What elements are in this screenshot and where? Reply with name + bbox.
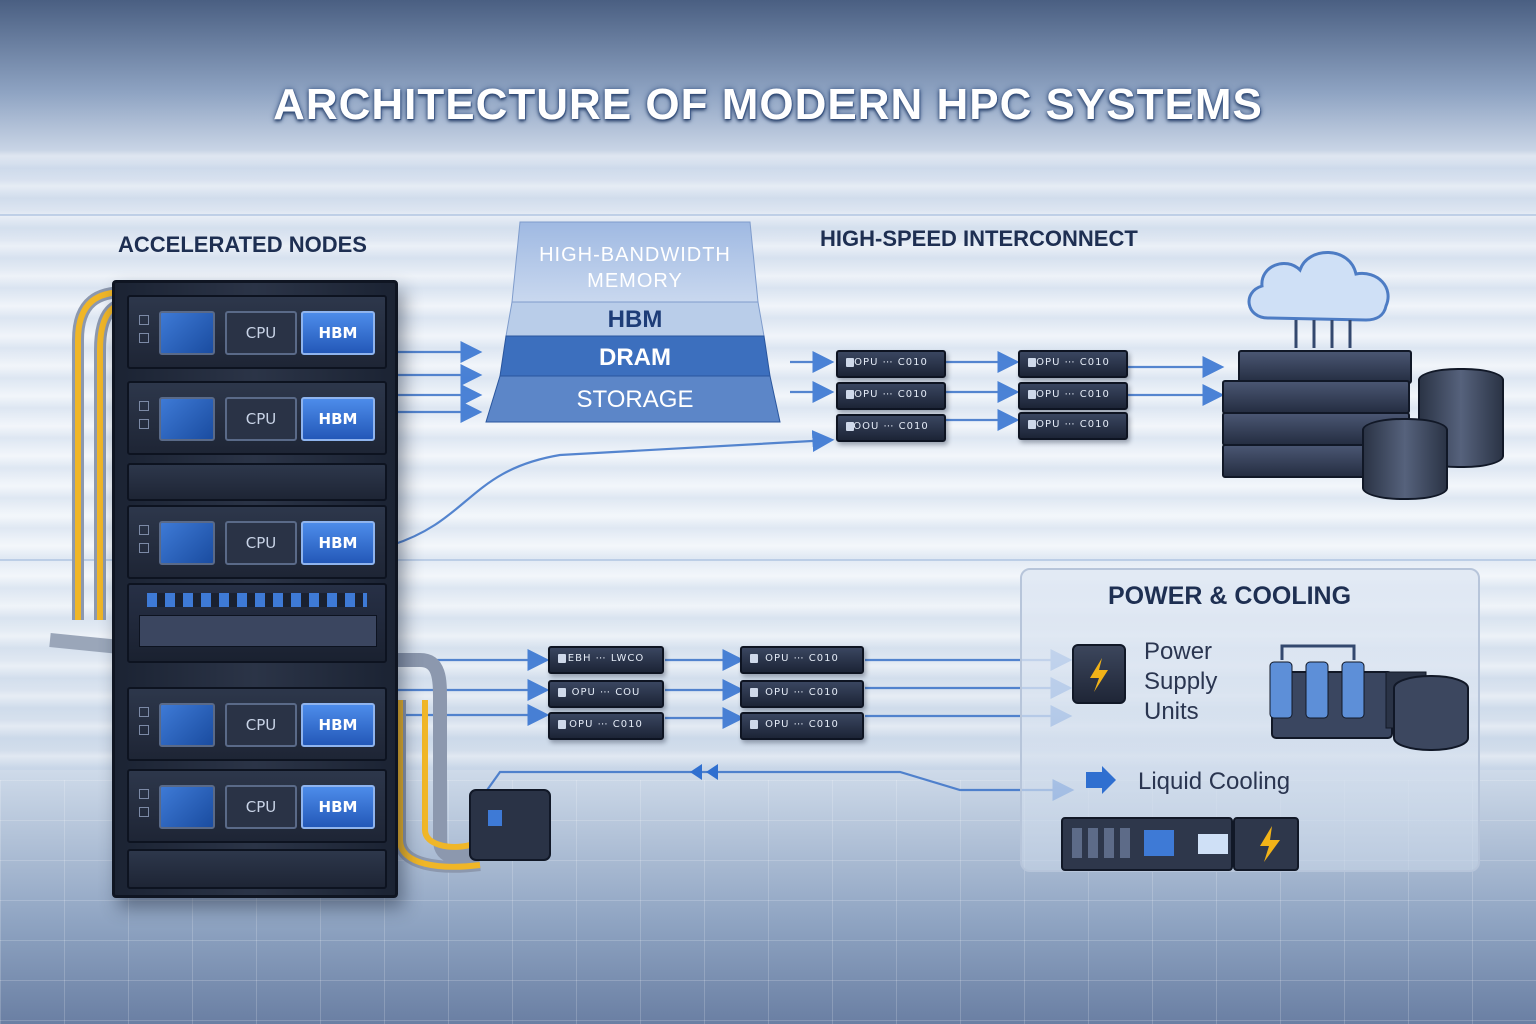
compute-node: CPU HBM — [127, 295, 387, 369]
cooling-cables-right — [380, 653, 551, 873]
hbm-top-line2: MEMORY — [587, 270, 683, 292]
gpu-chip — [159, 785, 215, 829]
cpu-chip: CPU — [225, 311, 297, 355]
psu-label-line3: Units — [1144, 698, 1199, 725]
storage-layer: STORAGE — [576, 386, 694, 413]
status-led — [139, 807, 149, 817]
memory-hierarchy: HIGH-BANDWIDTH MEMORY HBM DRAM STORAGE — [480, 218, 790, 424]
network-switch: EBH ⋯ LWCO — [548, 646, 664, 674]
network-switch: OPU ⋯ C010 — [740, 646, 864, 674]
cloud-icon — [1247, 251, 1390, 348]
cooling-plant-icon — [1269, 644, 1469, 751]
network-switch: OOU ⋯ C010 — [836, 414, 946, 442]
dram-layer: DRAM — [599, 344, 671, 371]
gpu-chip — [159, 311, 215, 355]
status-led — [139, 789, 149, 799]
gpu-chip — [159, 703, 215, 747]
status-led — [139, 525, 149, 535]
compute-node: CPU HBM — [127, 687, 387, 761]
status-led — [139, 315, 149, 325]
storage-server — [1222, 444, 1376, 478]
hbm-chip: HBM — [301, 311, 375, 355]
accelerated-nodes-rack: CPU HBM CPU HBM CPU HBM CPU HBM CPU HBM — [112, 280, 398, 898]
compute-node: CPU HBM — [127, 381, 387, 455]
status-led — [139, 401, 149, 411]
status-led — [139, 725, 149, 735]
cpu-chip: CPU — [225, 397, 297, 441]
storage-server — [1222, 380, 1410, 414]
network-switch: OPU ⋯ C010 — [1018, 382, 1128, 410]
liquid-cooling-label: Liquid Cooling — [1138, 768, 1291, 795]
network-switch: OPU ⋯ C010 — [740, 680, 864, 708]
psu-box — [1072, 644, 1126, 704]
psu-label-line2: Supply — [1144, 668, 1218, 695]
hbm-chip: HBM — [301, 703, 375, 747]
network-switch: OPU ⋯ C010 — [548, 712, 664, 740]
network-switch: OPU ⋯ C010 — [1018, 412, 1128, 440]
gpu-chip — [159, 521, 215, 565]
compute-node: CPU HBM — [127, 505, 387, 579]
compute-node: CPU HBM — [127, 769, 387, 843]
gpu-chip — [159, 397, 215, 441]
network-switch: OPU ⋯ COU — [548, 680, 664, 708]
liquid-cooling-arrow-icon — [1086, 766, 1116, 794]
network-switch: OPU ⋯ C010 — [740, 712, 864, 740]
page-title: ARCHITECTURE OF MODERN HPC SYSTEMS — [273, 80, 1263, 129]
hbm-chip: HBM — [301, 785, 375, 829]
rack-base-panel — [127, 849, 387, 889]
storage-server — [1238, 350, 1412, 384]
psu-label-line1: Power — [1144, 638, 1213, 665]
power-units-icon — [1061, 817, 1299, 871]
network-switch: OPU ⋯ C010 — [1018, 350, 1128, 378]
status-led — [139, 707, 149, 717]
network-switch: OPU ⋯ C010 — [836, 350, 946, 378]
memory-stack-shape — [485, 221, 781, 423]
status-led — [139, 543, 149, 553]
hbm-chip: HBM — [301, 521, 375, 565]
manifold-pipes — [139, 615, 377, 647]
status-led — [139, 333, 149, 343]
power-cooling-label: POWER & COOLING — [1108, 582, 1352, 610]
status-led — [139, 419, 149, 429]
cpu-chip: CPU — [225, 703, 297, 747]
manifold-ports — [147, 593, 367, 607]
hbm-chip: HBM — [301, 397, 375, 441]
interconnect-label: HIGH-SPEED INTERCONNECT — [820, 226, 1138, 251]
hbm-layer: HBM — [607, 306, 663, 333]
blank-panel — [127, 463, 387, 501]
cpu-chip: CPU — [225, 785, 297, 829]
lightning-icon — [1090, 658, 1108, 692]
cpu-chip: CPU — [225, 521, 297, 565]
hbm-top-line1: HIGH-BANDWIDTH — [539, 244, 731, 266]
cooling-manifold — [127, 583, 387, 663]
accelerated-nodes-label: ACCELERATED NODES — [118, 232, 367, 257]
storage-disk-icon — [1362, 418, 1448, 500]
network-switch: OPU ⋯ C010 — [836, 382, 946, 410]
